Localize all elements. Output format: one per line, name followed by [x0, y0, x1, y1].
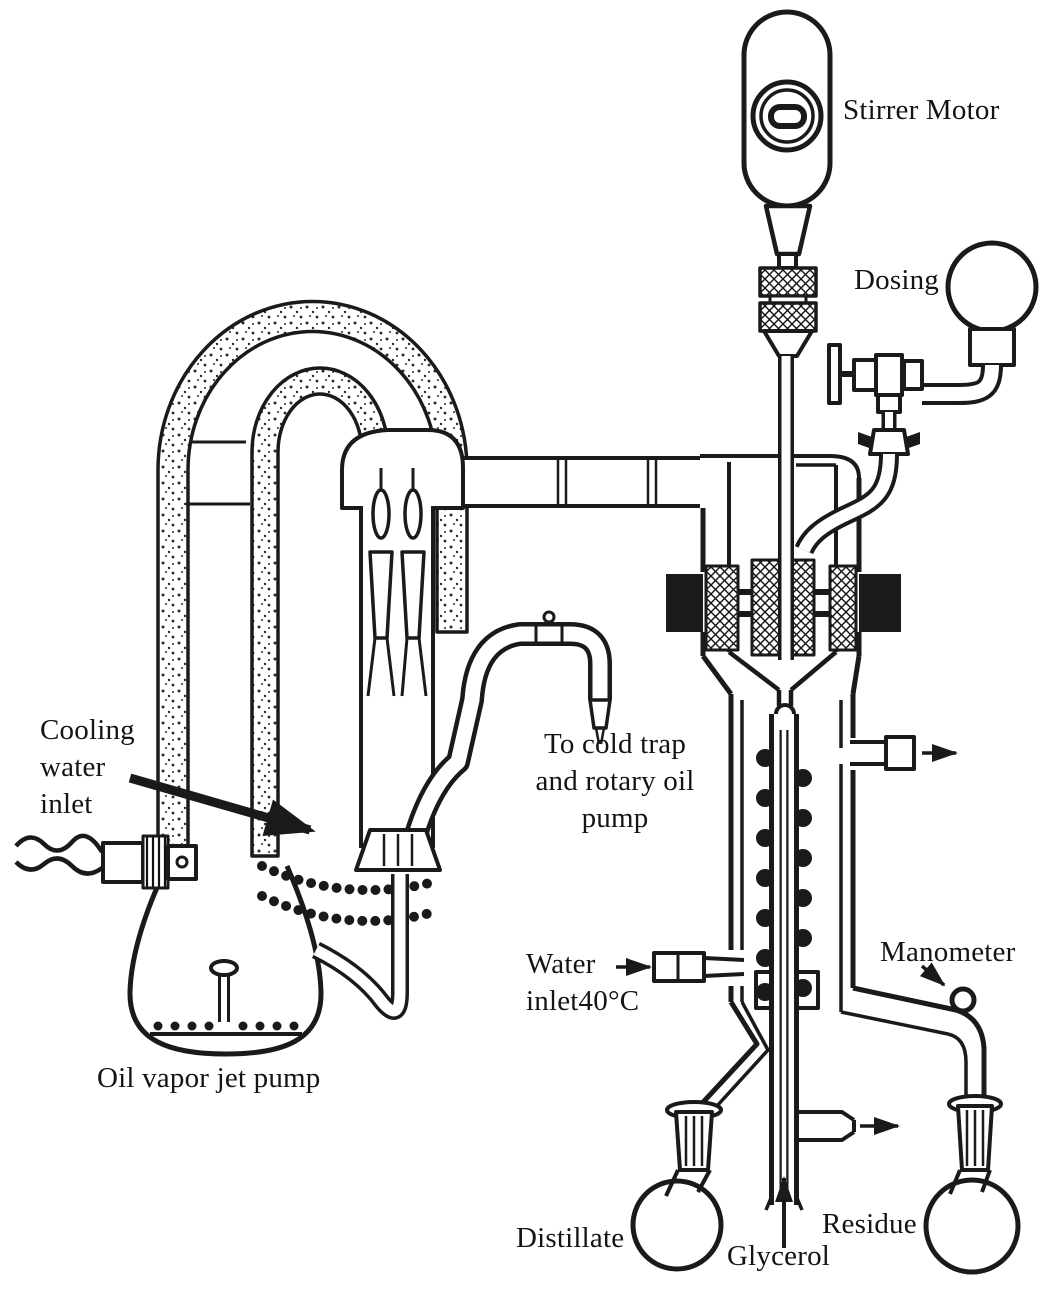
dosing-valve	[827, 343, 924, 414]
motor-switch-slot	[768, 104, 807, 129]
label-water-inlet: Water inlet40°C	[526, 948, 640, 1017]
cooling-coil-chains	[257, 861, 439, 926]
coil-turns	[756, 749, 812, 1001]
manometer-arrow	[919, 962, 946, 987]
water-outlet-bottom	[799, 1110, 900, 1142]
jet-nozzles	[366, 468, 428, 697]
label-cooling-water-inlet: Cooling water inlet	[40, 714, 135, 820]
condenser-coil-tube	[754, 714, 820, 1211]
label-dosing: Dosing	[854, 264, 939, 296]
water-outlet-top	[850, 735, 958, 771]
cooling-water-arrow	[128, 773, 316, 837]
head-funnel	[727, 650, 838, 725]
distillate-flask	[630, 1100, 724, 1272]
jet-pump-flask	[127, 865, 324, 1057]
label-residue: Residue	[822, 1208, 917, 1240]
condenser-jacket	[692, 694, 957, 1120]
residue-takeoff	[947, 986, 987, 1102]
column-flange-joint	[354, 828, 442, 872]
dosing-assembly	[794, 240, 1039, 555]
cold-trap-tube	[396, 610, 612, 869]
label-manometer: Manometer	[880, 936, 1016, 968]
heater-power-cord	[14, 833, 198, 890]
return-tube	[311, 874, 409, 1020]
label-glycerol: Glycerol	[727, 1240, 831, 1272]
label-stirrer-motor: Stirrer Motor	[843, 94, 1000, 126]
label-cold-trap: To cold trap and rotary oil pump	[535, 728, 695, 834]
heater-element	[150, 959, 302, 1036]
dosing-bulb	[945, 240, 1039, 334]
stirrer-motor	[741, 9, 833, 270]
label-oil-vapor-jet-pump: Oil vapor jet pump	[97, 1062, 321, 1094]
residue-flask	[923, 1094, 1021, 1275]
vapor-duct	[452, 456, 700, 508]
power-plug	[101, 834, 198, 890]
water-inlet-port	[616, 950, 748, 986]
heating-mantle-blocks	[666, 558, 901, 657]
stirrer-coupling	[758, 266, 818, 358]
manometer-port	[949, 986, 977, 1014]
label-distillate: Distillate	[516, 1222, 625, 1254]
